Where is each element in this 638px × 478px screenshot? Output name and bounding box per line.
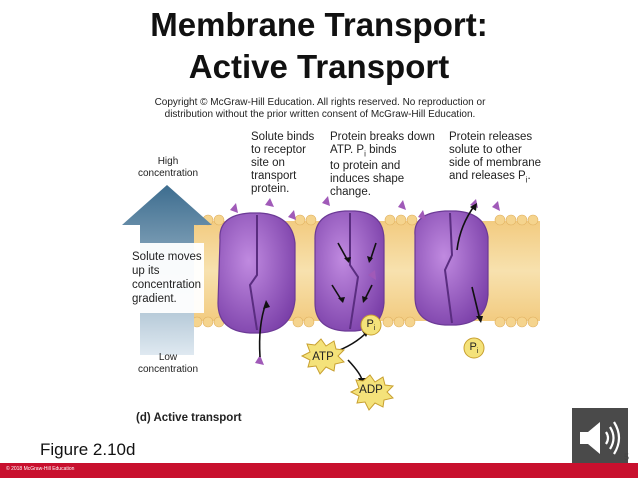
slide-number: 5 bbox=[624, 452, 630, 462]
atp-burst bbox=[300, 338, 346, 375]
active-transport-diagram bbox=[122, 185, 540, 411]
low-concentration-text: concentration bbox=[137, 364, 199, 375]
step1-line4: transport bbox=[251, 170, 297, 182]
step1-line1: Solute binds bbox=[251, 131, 315, 143]
footer-copyright: © 2018 McGraw-Hill Education bbox=[6, 466, 75, 472]
step1-line5: protein. bbox=[251, 183, 290, 195]
pi-circle-2 bbox=[463, 337, 485, 359]
solute-line-3: concentration bbox=[132, 279, 202, 291]
pi-2-sub: i bbox=[476, 348, 479, 356]
step3-line1: Protein releases bbox=[449, 131, 533, 143]
step3-sub: i bbox=[525, 175, 528, 185]
pi-1-p: P bbox=[366, 318, 374, 330]
solute-label-bg bbox=[120, 243, 204, 313]
title-line-2: Active Transport bbox=[188, 48, 450, 85]
speaker-icon bbox=[580, 421, 621, 455]
adp-label: ADP bbox=[359, 384, 383, 396]
pi-1-sub: i bbox=[373, 325, 376, 333]
low-label: Low concentration bbox=[136, 352, 200, 376]
adp-burst bbox=[349, 374, 395, 411]
step2-line5: change. bbox=[330, 186, 371, 199]
pi-circle-1 bbox=[360, 314, 382, 336]
membrane-bottom-heads bbox=[158, 316, 539, 328]
pi-2-p: P bbox=[469, 341, 477, 353]
transport-protein-2 bbox=[314, 210, 385, 332]
step1-line2: to receptor bbox=[251, 144, 306, 156]
transport-protein-3 bbox=[414, 210, 489, 326]
step2-line2: ATP. Pi binds bbox=[330, 144, 435, 160]
diagram-caption: (d) Active transport bbox=[136, 412, 242, 424]
step3-line3: side of membrane bbox=[449, 157, 542, 169]
step2-binds: binds bbox=[365, 144, 397, 156]
step2-line1: Protein breaks down bbox=[330, 131, 435, 143]
step-2-text: Protein breaks down ATP. Pi binds to pro… bbox=[330, 131, 435, 199]
footer-bar bbox=[0, 463, 638, 478]
step-1-text: Solute binds to receptor site on transpo… bbox=[251, 131, 314, 196]
solute-line-2: up its bbox=[132, 265, 160, 277]
step3-line2: solute to other bbox=[449, 144, 522, 156]
solute-line-4: gradient. bbox=[132, 293, 177, 305]
audio-speaker-button[interactable] bbox=[572, 408, 628, 468]
low-text: Low bbox=[158, 352, 178, 363]
step2-sub: i bbox=[364, 149, 366, 159]
step2-line4: induces shape bbox=[330, 173, 405, 186]
step2-atp-text: ATP. P bbox=[330, 144, 365, 156]
high-label: High concentration bbox=[138, 156, 198, 180]
step3-releases: and releases P bbox=[449, 170, 526, 182]
step3-period: . bbox=[527, 170, 531, 182]
figure-label: Figure 2.10d bbox=[40, 440, 136, 459]
title-line-1: Membrane Transport: bbox=[150, 6, 488, 43]
solute-molecules bbox=[230, 196, 500, 365]
step-3-text: Protein releases solute to other side of… bbox=[449, 131, 541, 186]
atp-label: ATP bbox=[312, 351, 334, 363]
solute-line-1: Solute moves bbox=[132, 251, 202, 263]
step1-line3: site on bbox=[251, 157, 285, 169]
transport-protein-1 bbox=[217, 212, 296, 334]
pi-label-2: Pi bbox=[466, 341, 482, 358]
high-text: High bbox=[157, 156, 179, 167]
pi-label-1: Pi bbox=[363, 318, 379, 335]
high-concentration-text: concentration bbox=[138, 168, 199, 179]
step2-line3: to protein and bbox=[330, 160, 401, 173]
solute-moves-label: Solute moves up its concentration gradie… bbox=[132, 250, 202, 306]
step3-line4: and releases Pi. bbox=[449, 170, 541, 186]
copyright-notice: Copyright © McGraw-Hill Education. All r… bbox=[154, 97, 486, 120]
movement-arrows bbox=[258, 204, 481, 382]
